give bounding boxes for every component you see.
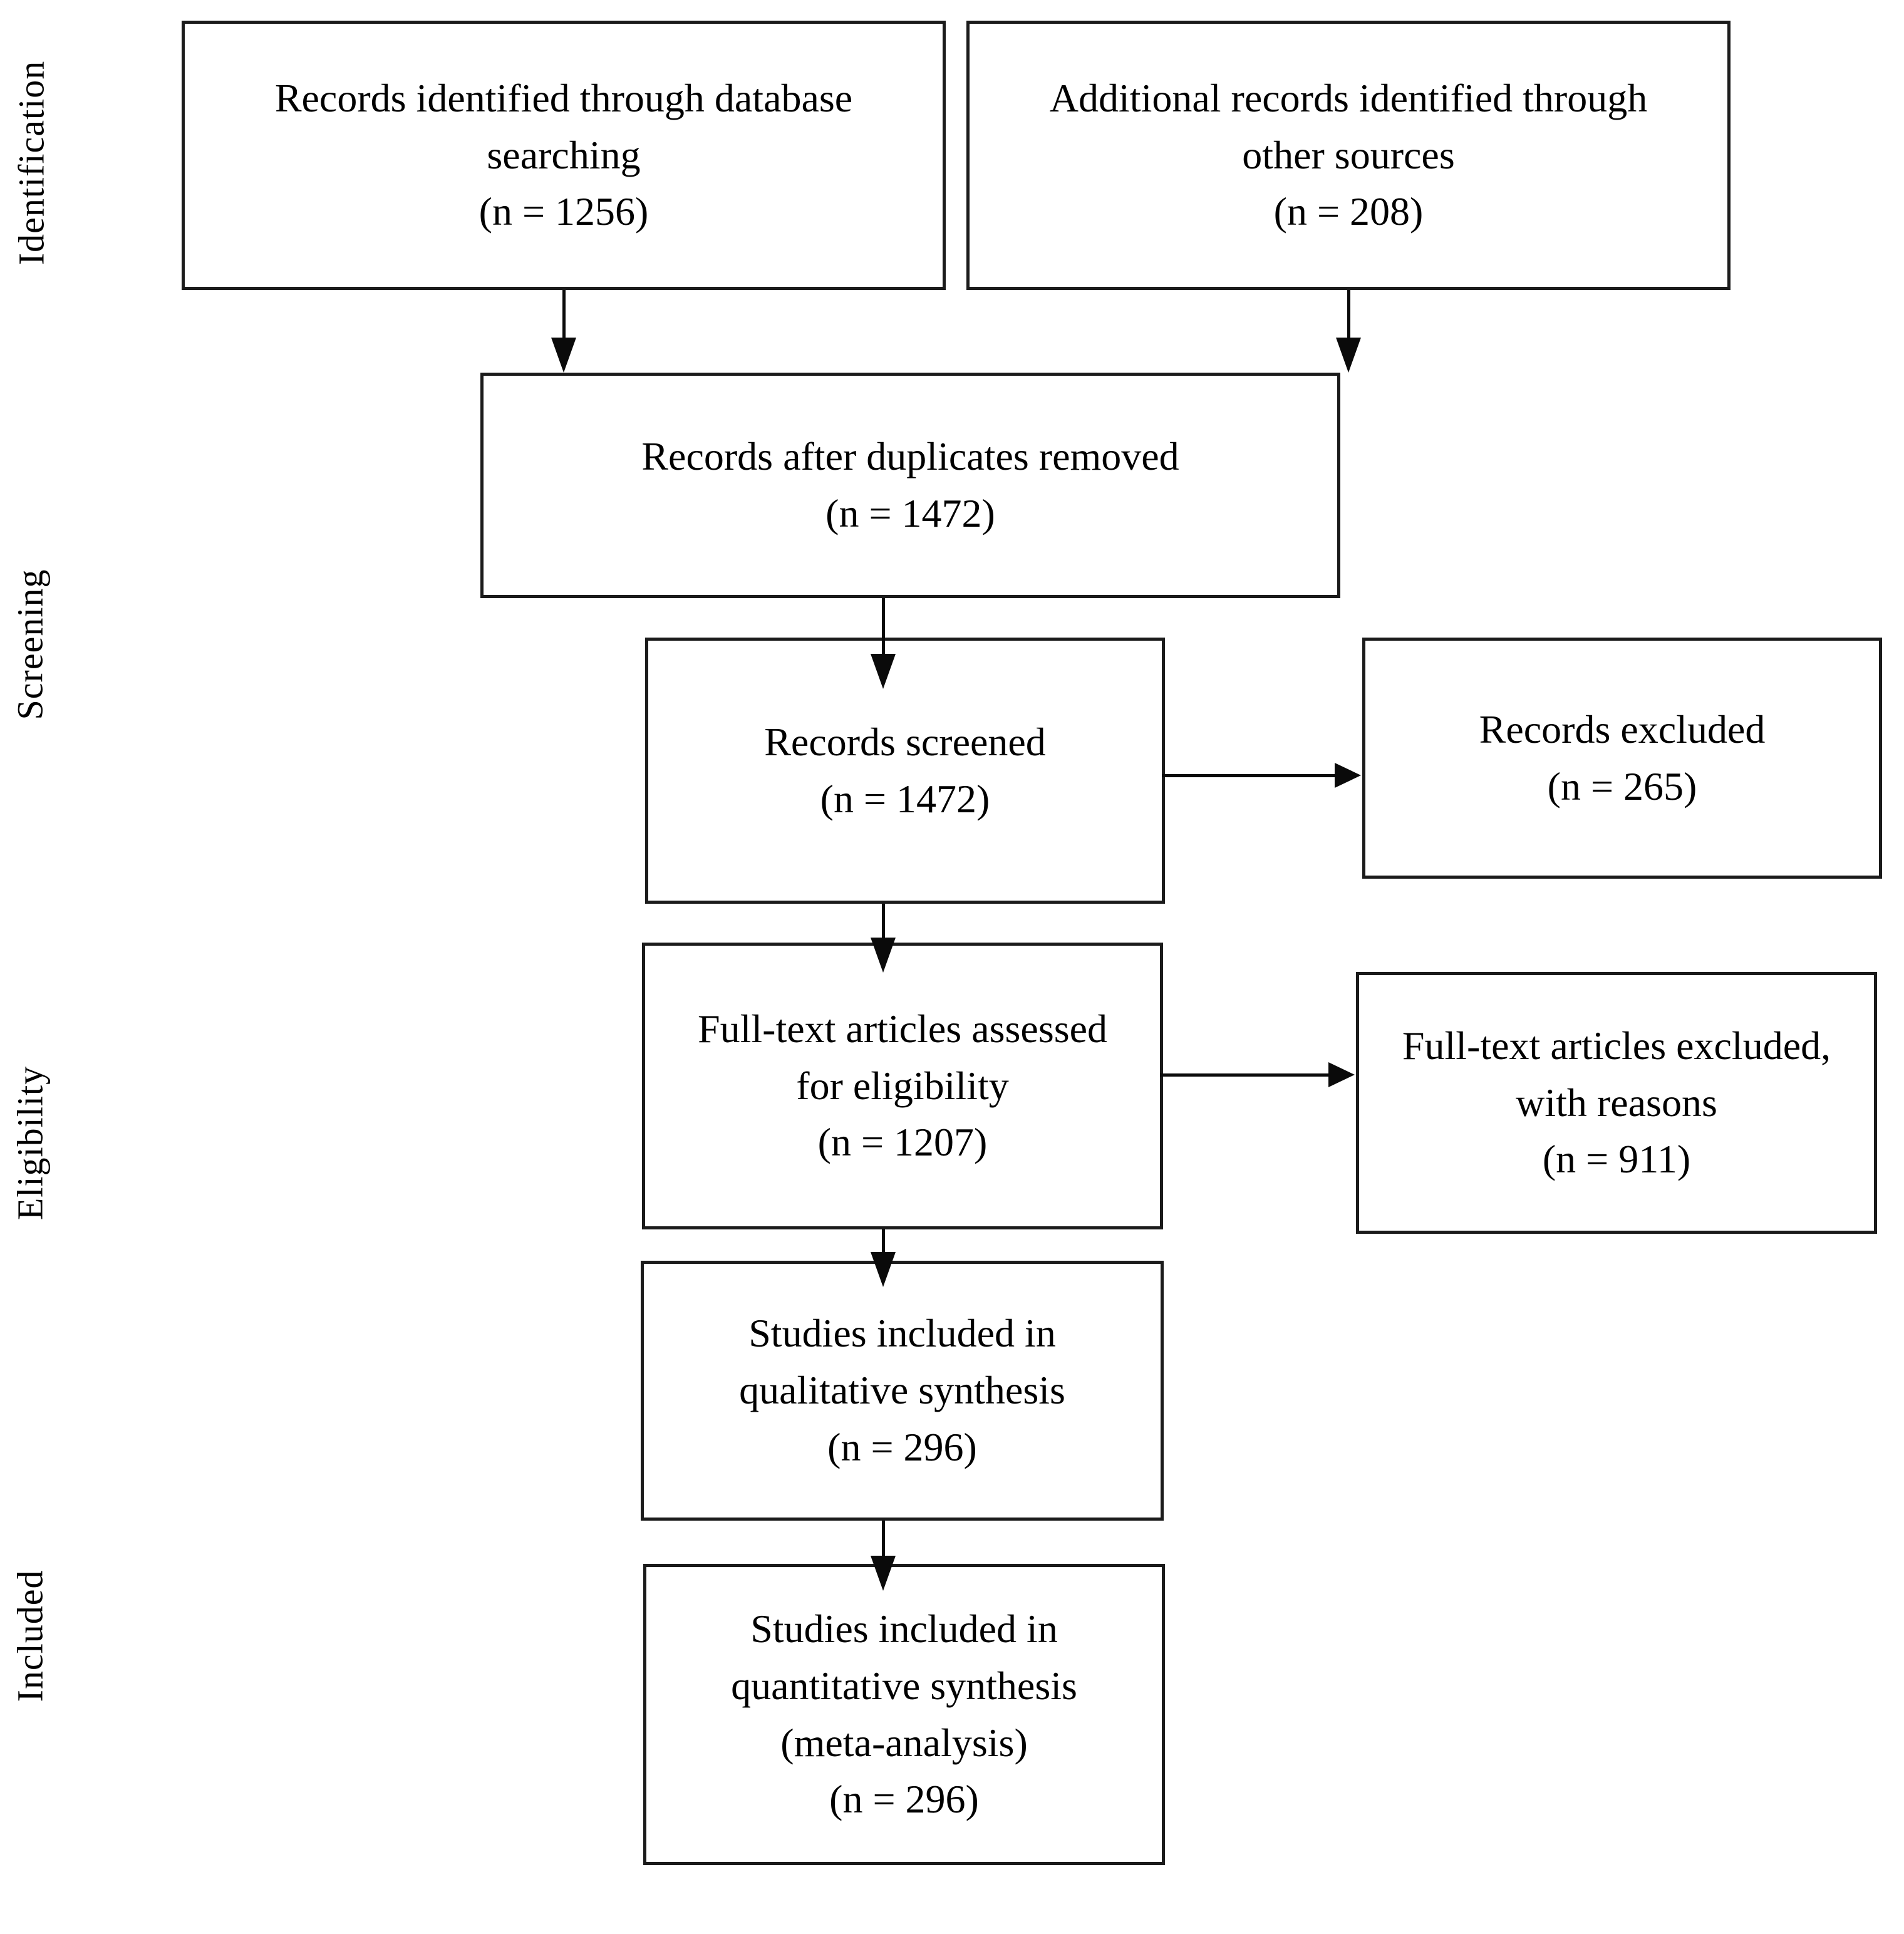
box-count: (n = 1472)	[825, 491, 995, 535]
flow-box-fulltext-assessed: Full-text articles assessed for eligibil…	[642, 943, 1163, 1229]
box-count: (n = 296)	[829, 1777, 979, 1822]
box-text: Additional records identified through ot…	[1049, 75, 1648, 177]
box-text: Full-text articles excluded, with reason…	[1402, 1023, 1831, 1125]
arrow-line	[882, 904, 885, 943]
stage-label-identification: Identification	[11, 60, 52, 266]
arrow-down-icon	[871, 938, 896, 973]
box-count: (n = 1472)	[820, 776, 990, 821]
arrow-down-icon	[1336, 338, 1361, 373]
box-count: (n = 296)	[827, 1424, 977, 1469]
box-text: Studies included in quantitative synthes…	[731, 1606, 1077, 1765]
box-text: Records identified through database sear…	[274, 75, 853, 177]
arrow-line	[882, 598, 885, 658]
stage-label-eligibility: Eligibility	[9, 1065, 51, 1221]
arrow-right-icon	[1328, 1062, 1355, 1087]
arrow-line	[1160, 1073, 1334, 1077]
box-text: Records after duplicates removed	[641, 434, 1179, 479]
arrow-down-icon	[871, 1252, 896, 1287]
box-count: (n = 208)	[1273, 189, 1424, 234]
flow-box-quantitative-synthesis: Studies included in quantitative synthes…	[643, 1564, 1165, 1865]
box-count: (n = 265)	[1547, 763, 1697, 809]
arrow-down-icon	[871, 1556, 896, 1591]
arrow-down-icon	[871, 654, 896, 689]
arrow-right-icon	[1335, 763, 1361, 788]
stage-label-included: Included	[9, 1569, 51, 1702]
box-text: Full-text articles assessed for eligibil…	[697, 1006, 1108, 1108]
flow-box-records-screened: Records screened (n = 1472)	[645, 638, 1165, 904]
flow-box-qualitative-synthesis: Studies included in qualitative synthesi…	[641, 1261, 1164, 1521]
flow-box-duplicates-removed: Records after duplicates removed (n = 14…	[480, 373, 1340, 598]
box-text: Records screened	[764, 719, 1046, 764]
box-text: Records excluded	[1479, 706, 1766, 752]
box-text: Studies included in qualitative synthesi…	[739, 1311, 1065, 1413]
box-count: (n = 911)	[1542, 1137, 1691, 1182]
flow-box-records-excluded: Records excluded (n = 265)	[1362, 638, 1882, 879]
arrow-line	[1347, 290, 1350, 343]
flow-box-additional-records: Additional records identified through ot…	[966, 21, 1731, 290]
box-count: (n = 1207)	[817, 1120, 988, 1165]
arrow-line	[882, 1521, 885, 1563]
arrow-line	[1162, 774, 1340, 777]
arrow-line	[882, 1229, 885, 1259]
stage-label-screening: Screening	[9, 569, 51, 720]
flow-box-records-identified: Records identified through database sear…	[182, 21, 946, 290]
arrow-line	[562, 290, 566, 343]
box-count: (n = 1256)	[479, 189, 649, 234]
arrow-down-icon	[551, 338, 576, 373]
flow-box-fulltext-excluded: Full-text articles excluded, with reason…	[1356, 972, 1877, 1234]
